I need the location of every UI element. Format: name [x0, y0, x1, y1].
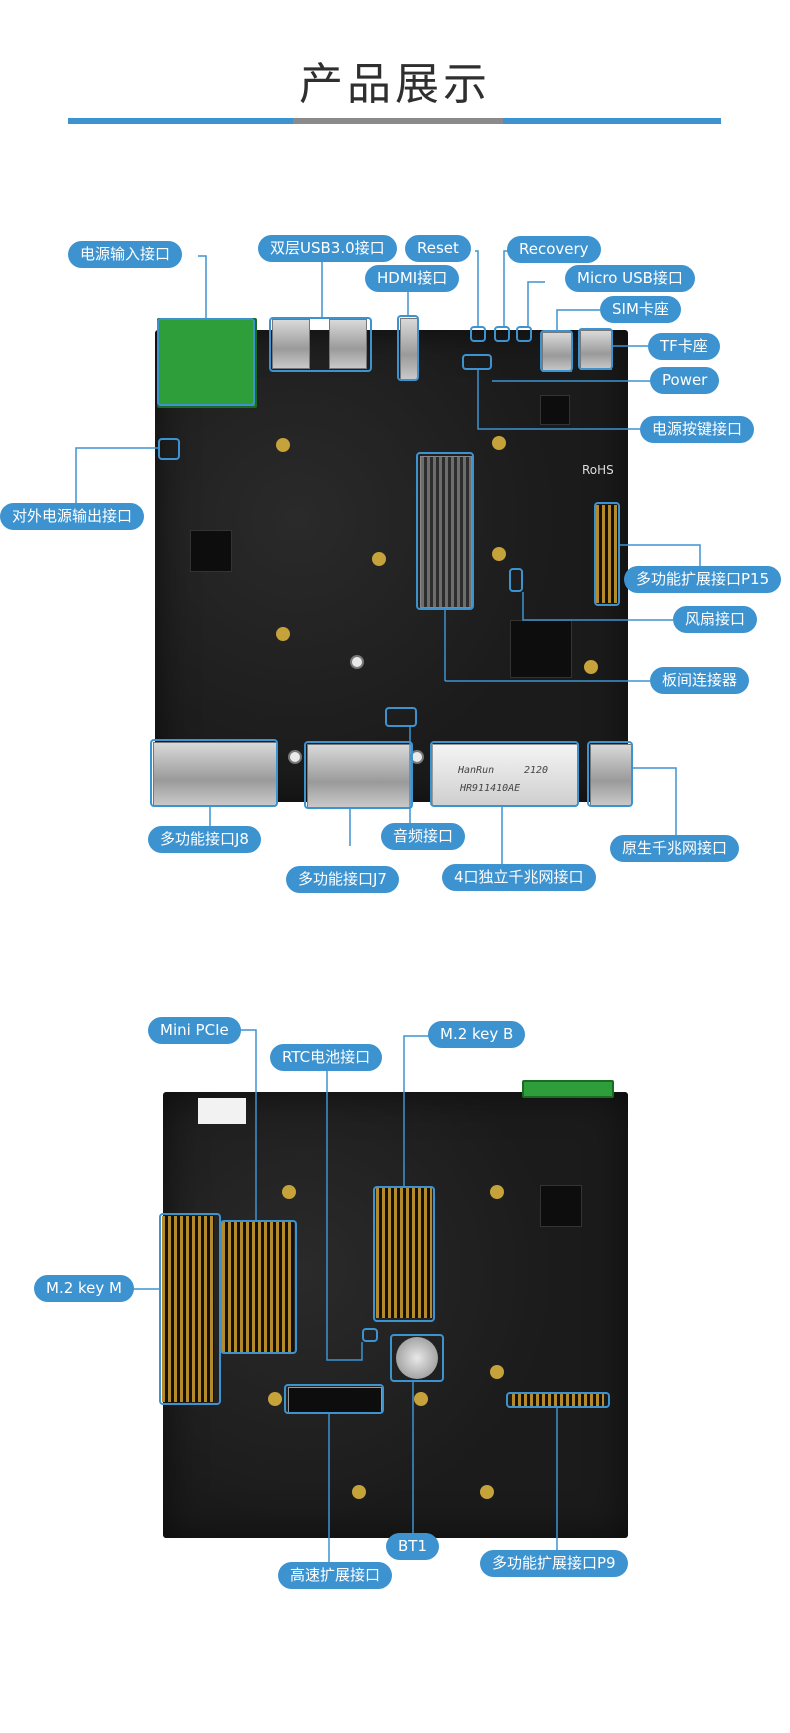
mount-hole [276, 627, 290, 641]
highlight-audio [385, 707, 417, 727]
label-rtc: RTC电池接口 [270, 1044, 383, 1071]
pmic-chip [190, 530, 232, 572]
highlight-power-btn [462, 354, 492, 370]
label-bt1: BT1 [386, 1533, 439, 1560]
highlight-ext-power [158, 438, 180, 460]
label-p9: 多功能扩展接口P9 [480, 1550, 628, 1577]
j7-connector [307, 744, 412, 808]
screw-hole [288, 750, 302, 764]
mount-hole [268, 1392, 282, 1406]
power-input-connector-rear [522, 1080, 614, 1098]
title-underline [68, 118, 721, 124]
usb3-port-left [272, 319, 310, 369]
highlight-sim [540, 330, 573, 372]
m2-b-slot [376, 1188, 432, 1318]
highlight-rtc [362, 1328, 378, 1342]
label-j8: 多功能接口J8 [148, 826, 261, 853]
m2-m-slot [162, 1216, 214, 1402]
tf-slot [580, 330, 612, 370]
highlight-power-input [157, 318, 255, 406]
mount-hole [490, 1365, 504, 1379]
eth4-magjack [432, 744, 578, 806]
highlight-m2-b [373, 1186, 435, 1322]
board-to-board-connector [420, 456, 472, 608]
highlight-tf [578, 328, 613, 370]
mount-hole [584, 660, 598, 674]
label-m2-m: M.2 key M [34, 1275, 134, 1302]
label-usb3: 双层USB3.0接口 [258, 235, 397, 262]
highlight-p15 [594, 502, 620, 606]
label-ext-power-out: 对外电源输出接口 [0, 503, 145, 530]
highlight-usb3 [269, 317, 372, 372]
power-input-connector [157, 318, 257, 408]
label-j7: 多功能接口J7 [286, 866, 399, 893]
mount-hole [492, 436, 506, 450]
label-power-input: 电源输入接口 [68, 241, 183, 268]
screw-hole [350, 655, 364, 669]
label-p15: 多功能扩展接口P15 [624, 566, 782, 593]
mount-hole [282, 1185, 296, 1199]
label-highspeed: 高速扩展接口 [278, 1562, 393, 1589]
mount-hole [352, 1485, 366, 1499]
barcode-label [198, 1098, 246, 1124]
highlight-highspeed [284, 1384, 384, 1414]
highlight-j8 [150, 739, 278, 807]
page-title: 产品展示 [299, 59, 491, 110]
label-power: Power [650, 367, 720, 394]
eth-code-text: 2120 [524, 765, 549, 776]
highlight-bt1 [390, 1334, 444, 1382]
mount-hole [372, 552, 386, 566]
highlight-mini-pcie [220, 1220, 297, 1354]
mount-hole [492, 547, 506, 561]
rtc-battery [396, 1337, 438, 1379]
label-audio: 音频接口 [381, 823, 466, 850]
highlight-p9 [506, 1392, 610, 1408]
highlight-hdmi [397, 315, 419, 381]
mini-pcie-slot [222, 1222, 294, 1352]
label-eth-native: 原生千兆网接口 [610, 835, 740, 862]
highlight-micro-usb [516, 326, 532, 342]
mount-hole [490, 1185, 504, 1199]
highlight-eth4 [430, 741, 579, 807]
label-tf: TF卡座 [648, 333, 720, 360]
label-fan: 风扇接口 [673, 606, 758, 633]
highlight-reset [470, 326, 486, 342]
label-recovery: Recovery [507, 236, 601, 263]
highlight-fan [509, 568, 523, 592]
p15-header [596, 505, 618, 603]
rohs-mark: RoHS [582, 463, 614, 477]
label-eth4: 4口独立千兆网接口 [442, 864, 596, 891]
label-micro-usb: Micro USB接口 [565, 265, 695, 292]
rear-chip [540, 1185, 582, 1227]
highlight-j7 [304, 741, 413, 809]
label-m2-b: M.2 key B [428, 1021, 526, 1048]
mount-hole [276, 438, 290, 452]
highlight-eth-native [587, 741, 633, 807]
label-b2b: 板间连接器 [650, 667, 750, 694]
label-power-button: 电源按键接口 [640, 416, 755, 443]
label-reset: Reset [405, 235, 471, 262]
eth-part-text: HR911410AE [460, 783, 521, 794]
highlight-b2b [416, 452, 474, 610]
mount-hole [480, 1485, 494, 1499]
mosfet-chip [540, 395, 570, 425]
eth-brand-text: HanRun [458, 765, 495, 776]
p9-header [512, 1394, 604, 1406]
highlight-recovery [494, 326, 510, 342]
label-hdmi: HDMI接口 [365, 265, 460, 292]
label-mini-pcie: Mini PCIe [148, 1017, 241, 1044]
mount-hole [414, 1392, 428, 1406]
usb3-port-right [329, 319, 367, 369]
label-sim: SIM卡座 [600, 296, 681, 323]
